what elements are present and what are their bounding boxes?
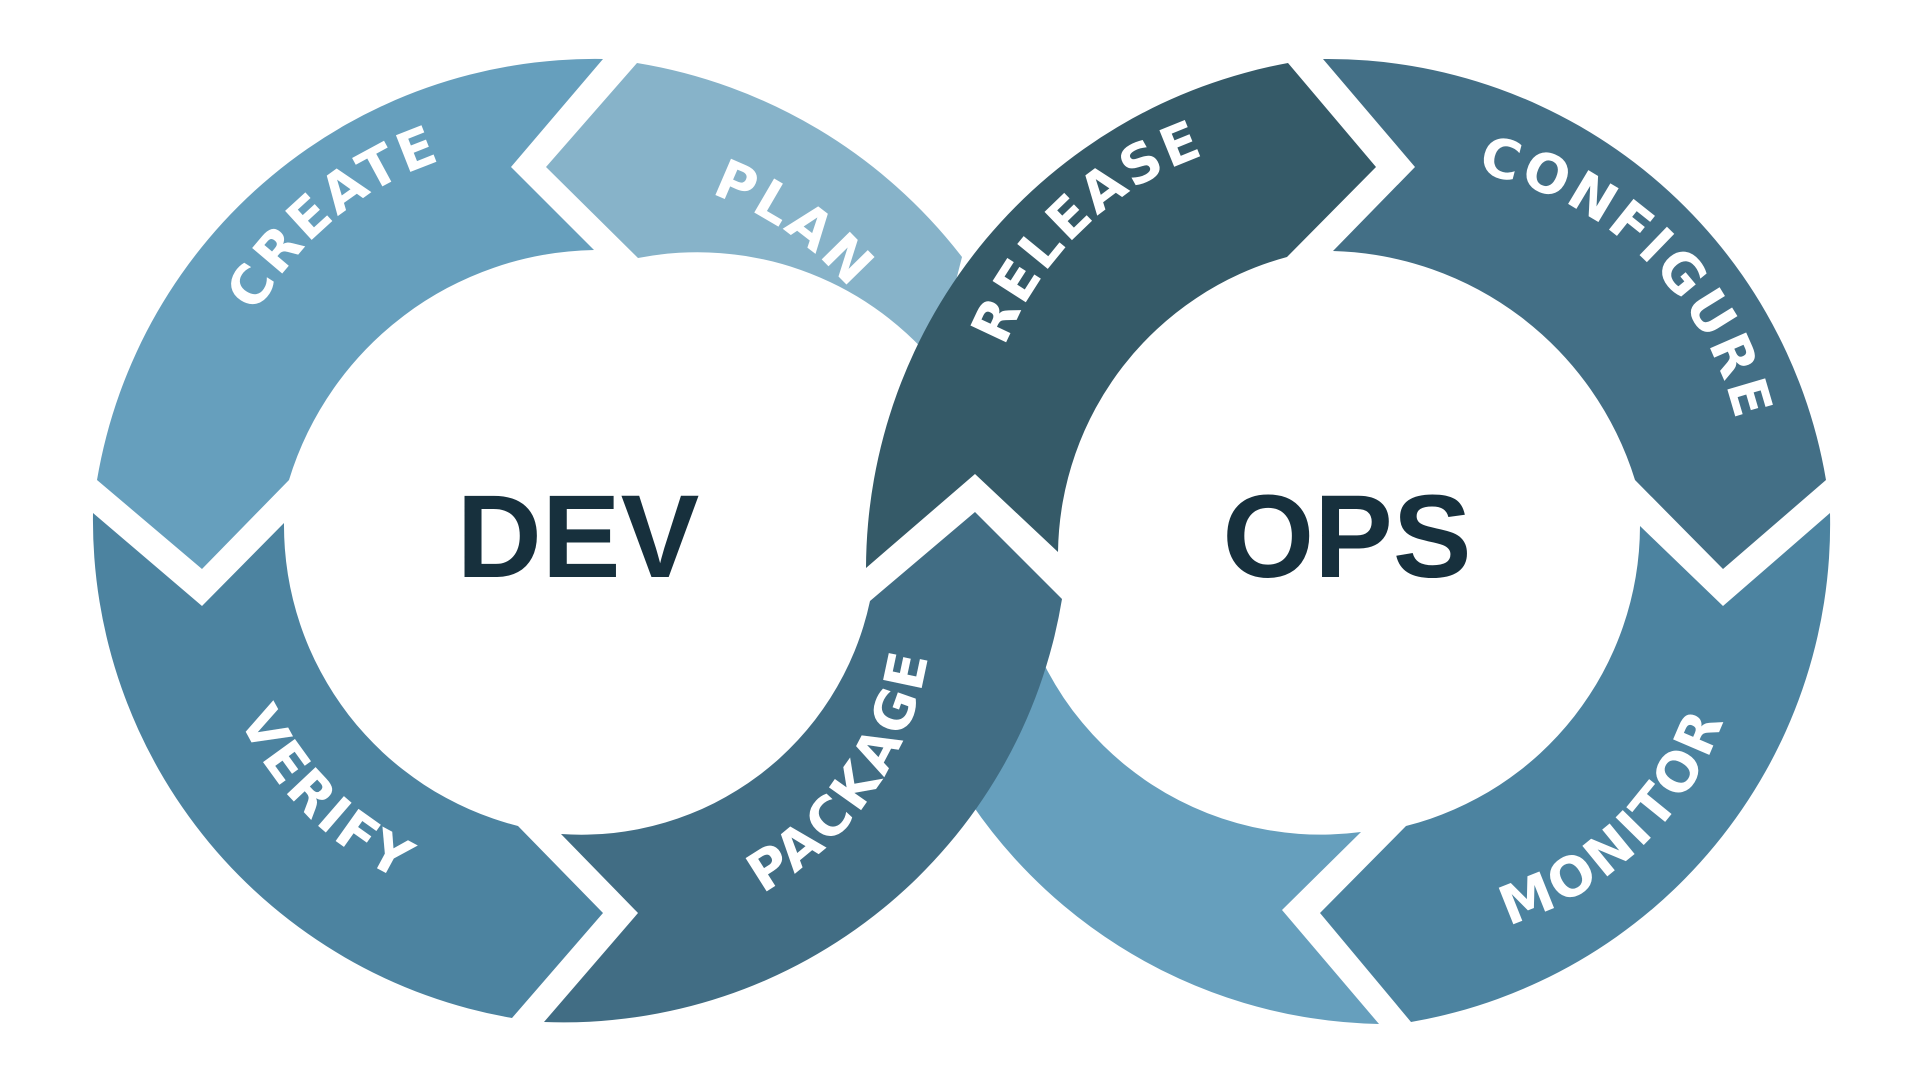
segment-ops-bottom — [937, 552, 1379, 1024]
segment-verify — [92, 513, 603, 1018]
hub-dev-label: DEV — [457, 471, 700, 603]
segment-create — [97, 58, 603, 569]
segment-monitor — [1320, 513, 1831, 1022]
hub-ops-label: OPS — [1222, 471, 1471, 603]
segment-configure — [1323, 58, 1826, 569]
segment-release — [866, 63, 1376, 568]
segment-package — [544, 512, 1062, 1023]
segment-plan — [546, 63, 962, 363]
